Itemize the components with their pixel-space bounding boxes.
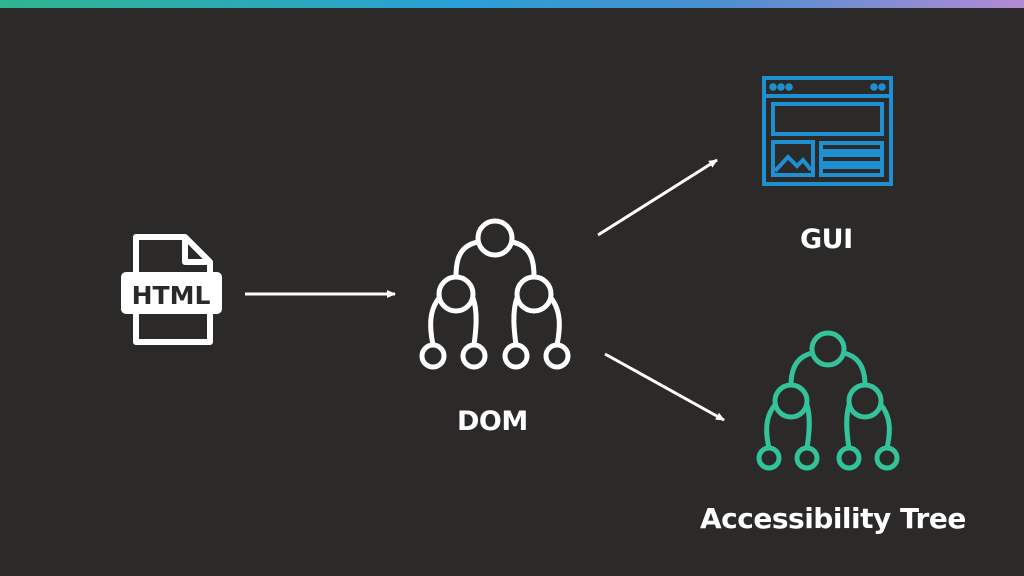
gradient-top-bar: [0, 0, 1024, 8]
arrow-dom-to-gui: [597, 158, 718, 237]
browser-window-icon: [762, 76, 893, 186]
dom-tree-icon: [419, 218, 571, 370]
gui-label: GUI: [800, 224, 853, 255]
accessibility-tree-icon: [756, 330, 900, 471]
accessibility-tree-label: Accessibility Tree: [700, 502, 966, 535]
html-file-icon: HTML: [121, 234, 222, 345]
html-icon-label: HTML: [132, 281, 211, 310]
arrow-dom-to-accessibility-tree: [604, 352, 725, 422]
dom-label: DOM: [457, 406, 528, 437]
